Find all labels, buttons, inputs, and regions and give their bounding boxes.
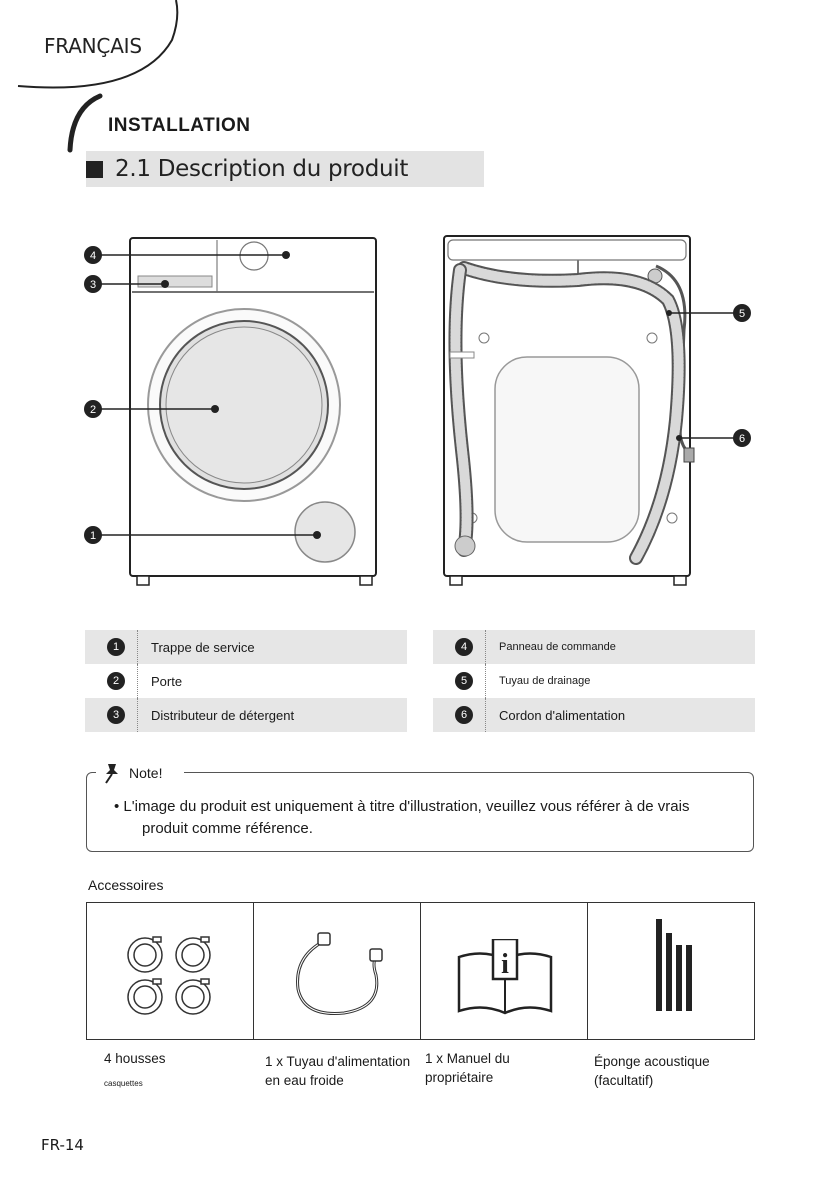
legend-row: 6 Cordon d'alimentation bbox=[433, 698, 755, 732]
header-swoosh bbox=[17, 0, 179, 153]
callout-5: 5 bbox=[733, 304, 751, 322]
callout-2: 2 bbox=[84, 400, 102, 418]
pushpin-icon bbox=[105, 764, 118, 784]
subsection-title: 2.1 Description du produit bbox=[115, 156, 409, 182]
note-text: • L'image du produit est uniquement à ti… bbox=[114, 796, 734, 840]
svg-text:4: 4 bbox=[90, 250, 96, 262]
washer-diagram: 4 3 2 1 5 6 bbox=[84, 235, 751, 586]
legend-number: 6 bbox=[455, 706, 473, 724]
note-label: Note! bbox=[129, 765, 163, 781]
accessories-title: Accessoires bbox=[88, 877, 164, 893]
subsection-bar bbox=[86, 151, 484, 187]
accessory-caps-cell bbox=[87, 903, 254, 1039]
accessory-caption: Éponge acoustique (facultatif) bbox=[594, 1054, 710, 1088]
manual-icon: i bbox=[457, 939, 553, 1015]
callout-6: 6 bbox=[733, 429, 751, 447]
accessory-sponge-cell bbox=[588, 903, 754, 1039]
accessory-manual-cell: i bbox=[421, 903, 588, 1039]
section-title: INSTALLATION bbox=[108, 115, 251, 136]
accessory-hose-cell bbox=[254, 903, 421, 1039]
legend-row: 4 Panneau de commande bbox=[433, 630, 755, 664]
legend-number: 1 bbox=[107, 638, 125, 656]
legend-label: Tuyau de drainage bbox=[499, 675, 591, 687]
subsection-square-icon bbox=[86, 161, 103, 178]
legend-right: 4 Panneau de commande 5 Tuyau de drainag… bbox=[433, 630, 755, 732]
legend-row: 1 Trappe de service bbox=[85, 630, 407, 664]
language-label: FRANÇAIS bbox=[44, 34, 142, 58]
legend-label: Porte bbox=[151, 674, 183, 689]
note-line: produit comme référence. bbox=[142, 820, 313, 837]
svg-text:2: 2 bbox=[90, 404, 96, 416]
accessory-subcaption: casquettes bbox=[104, 1079, 143, 1088]
accessory-caption: 4 housses bbox=[104, 1051, 166, 1066]
legend-number: 5 bbox=[455, 672, 473, 690]
svg-text:1: 1 bbox=[90, 530, 96, 542]
legend-label: Trappe de service bbox=[151, 640, 255, 655]
legend-number: 2 bbox=[107, 672, 125, 690]
note-box bbox=[86, 772, 754, 852]
legend-row: 3 Distributeur de détergent bbox=[85, 698, 407, 732]
legend-label: Distributeur de détergent bbox=[151, 708, 295, 723]
legend-label: Cordon d'alimentation bbox=[499, 708, 626, 723]
callout-3: 3 bbox=[84, 275, 102, 293]
svg-text:3: 3 bbox=[90, 279, 96, 291]
caps-icon bbox=[127, 936, 211, 1015]
inlet-hose-icon bbox=[296, 932, 383, 1015]
accessory-caption: 1 x Tuyau d'alimentation en eau froide bbox=[265, 1054, 411, 1088]
svg-text:i: i bbox=[501, 949, 509, 980]
acoustic-sponge-icon bbox=[656, 919, 692, 1011]
callout-1: 1 bbox=[84, 526, 102, 544]
legend-row: 2 Porte bbox=[85, 664, 407, 698]
legend-label: Panneau de commande bbox=[499, 641, 616, 653]
accessory-caption: 1 x Manuel du propriétaire bbox=[425, 1051, 510, 1085]
legend-number: 4 bbox=[455, 638, 473, 656]
note-line: • L'image du produit est uniquement à ti… bbox=[114, 798, 690, 815]
callout-4: 4 bbox=[84, 246, 102, 264]
svg-text:6: 6 bbox=[739, 433, 745, 445]
legend-number: 3 bbox=[107, 706, 125, 724]
accessories-grid: i bbox=[86, 902, 755, 1040]
legend-row: 5 Tuyau de drainage bbox=[433, 664, 755, 698]
washer-front-view bbox=[129, 237, 377, 586]
page-number: FR-14 bbox=[41, 1136, 84, 1154]
washer-back-view bbox=[443, 235, 695, 586]
legend-left: 1 Trappe de service 2 Porte 3 Distribute… bbox=[85, 630, 407, 732]
svg-text:5: 5 bbox=[739, 308, 745, 320]
